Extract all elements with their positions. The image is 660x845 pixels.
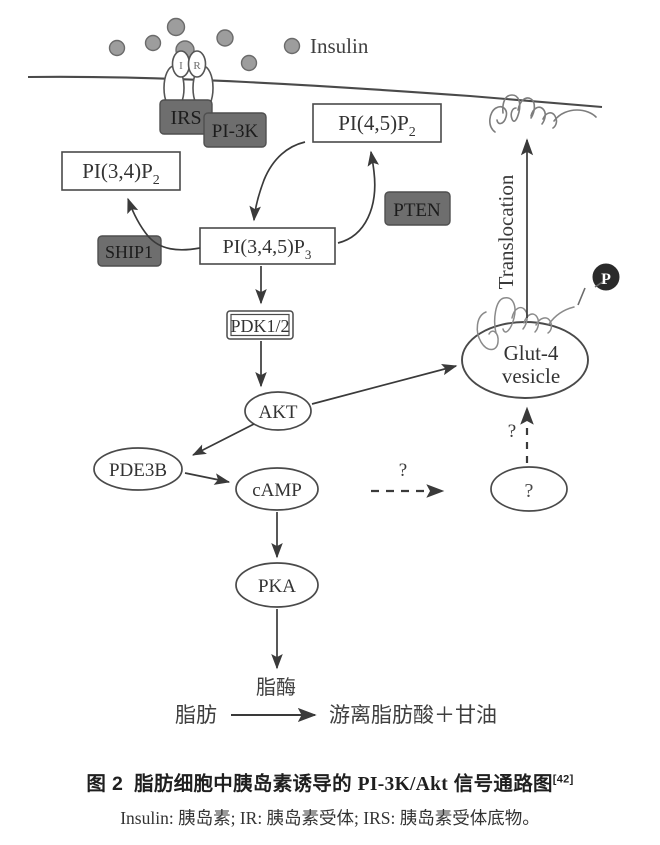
translocation-label: Translocation [494, 174, 518, 289]
node-pdk12: PDK1/2 [226, 310, 294, 340]
node-irs-label: IRS [170, 107, 201, 129]
insulin-receptor-icon: I R [163, 50, 214, 111]
node-pi34p2-label: PI(3,4)P2 [82, 159, 160, 188]
lipolysis-substrate-label: 脂肪 [175, 703, 217, 727]
node-camp-label: cAMP [252, 480, 302, 501]
node-pi45p2-label: PI(4,5)P2 [338, 111, 416, 140]
caption-title-part2: 信号通路图 [448, 773, 553, 795]
node-pi3k: PI-3K [203, 112, 267, 148]
lipolysis-enzyme-label: 脂酶 [256, 676, 296, 699]
node-irs: IRS [159, 99, 213, 135]
caption-title-line: 图 2 脂肪细胞中胰岛素诱导的 PI-3K/Akt 信号通路图[42] [0, 767, 660, 796]
membrane-glut4-transporter-icon [489, 94, 597, 133]
node-akt: AKT [244, 391, 312, 431]
node-ship1-label: SHIP1 [105, 242, 153, 262]
node-glut4-label-line1: Glut-4 [504, 341, 559, 365]
caption-title-latin: PI-3K/Akt [357, 774, 449, 795]
arrow-akt-to-glut4 [311, 363, 458, 405]
insulin-legend-label: Insulin [310, 34, 369, 58]
lipolysis-products-label: 游离脂肪酸＋甘油 [329, 703, 497, 727]
node-camp: cAMP [235, 467, 319, 511]
lipolysis-reaction: 脂肪 脂酶 游离脂肪酸＋甘油 [175, 676, 497, 727]
node-unknown-vesicle: ? [490, 466, 568, 512]
node-pi345p3: PI(3,4,5)P3 [199, 227, 336, 265]
receptor-subunit-i-label: I [179, 60, 183, 72]
receptor-subunit-r-label: R [193, 60, 201, 72]
insulin-dot [216, 29, 234, 47]
node-glut4-label-line2: vesicle [502, 364, 560, 388]
node-pi45p2: PI(4,5)P2 [312, 103, 442, 143]
arrow-pi3k-to-pip3 [249, 141, 306, 222]
insulin-dot-legend [283, 37, 301, 55]
node-pde3b-label: PDE3B [109, 460, 167, 481]
caption-title-part1: 脂肪细胞中胰岛素诱导的 [134, 773, 358, 795]
node-pi345p3-label: PI(3,4,5)P3 [223, 236, 312, 262]
insulin-dot [108, 39, 126, 57]
node-ship1: SHIP1 [97, 235, 162, 267]
node-pka-label: PKA [258, 576, 296, 597]
node-pi34p2: PI(3,4)P2 [61, 151, 181, 191]
dashed-vertical-question-label: ? [508, 421, 516, 442]
caption-reference: [42] [552, 773, 574, 786]
plasma-membrane [27, 75, 603, 109]
arrow-pip3-to-pi34p2 [127, 197, 201, 251]
node-pdk12-label: PDK1/2 [230, 316, 289, 336]
node-pi3k-label: PI-3K [212, 121, 259, 142]
node-pten-label: PTEN [393, 200, 441, 221]
node-pde3b: PDE3B [93, 447, 183, 491]
node-glut4-vesicle: Glut-4 vesicle [461, 297, 589, 399]
arrow-pde3b-to-camp [184, 472, 231, 485]
node-akt-label: AKT [258, 402, 297, 423]
caption-subtitle: Insulin: 胰岛素; IR: 胰岛素受体; IRS: 胰岛素受体底物。 [120, 808, 540, 828]
dashed-horizontal-question-label: ? [399, 460, 407, 481]
node-phosphate-label: P [601, 271, 611, 288]
node-pka: PKA [235, 562, 319, 608]
arrow-pip3-to-pi45p2 [337, 150, 379, 244]
insulin-dot [166, 17, 186, 37]
arrow-akt-to-pde3b [192, 423, 255, 456]
pathway-diagram-canvas: Insulin I R IRS PI-3K PI(4,5)P2 PI(3,4)P… [27, 17, 620, 727]
signaling-pathway-figure: Insulin I R IRS PI-3K PI(4,5)P2 PI(3,4)P… [27, 17, 620, 727]
caption-figure-number: 图 2 [86, 773, 124, 795]
node-unknown-vesicle-label: ? [525, 480, 534, 502]
figure-caption: 图 2 脂肪细胞中胰岛素诱导的 PI-3K/Akt 信号通路图[42] Insul… [0, 745, 660, 845]
insulin-dot [240, 54, 258, 72]
insulin-dot [144, 34, 162, 52]
node-pten: PTEN [384, 191, 451, 226]
node-phosphate: P [577, 263, 620, 306]
